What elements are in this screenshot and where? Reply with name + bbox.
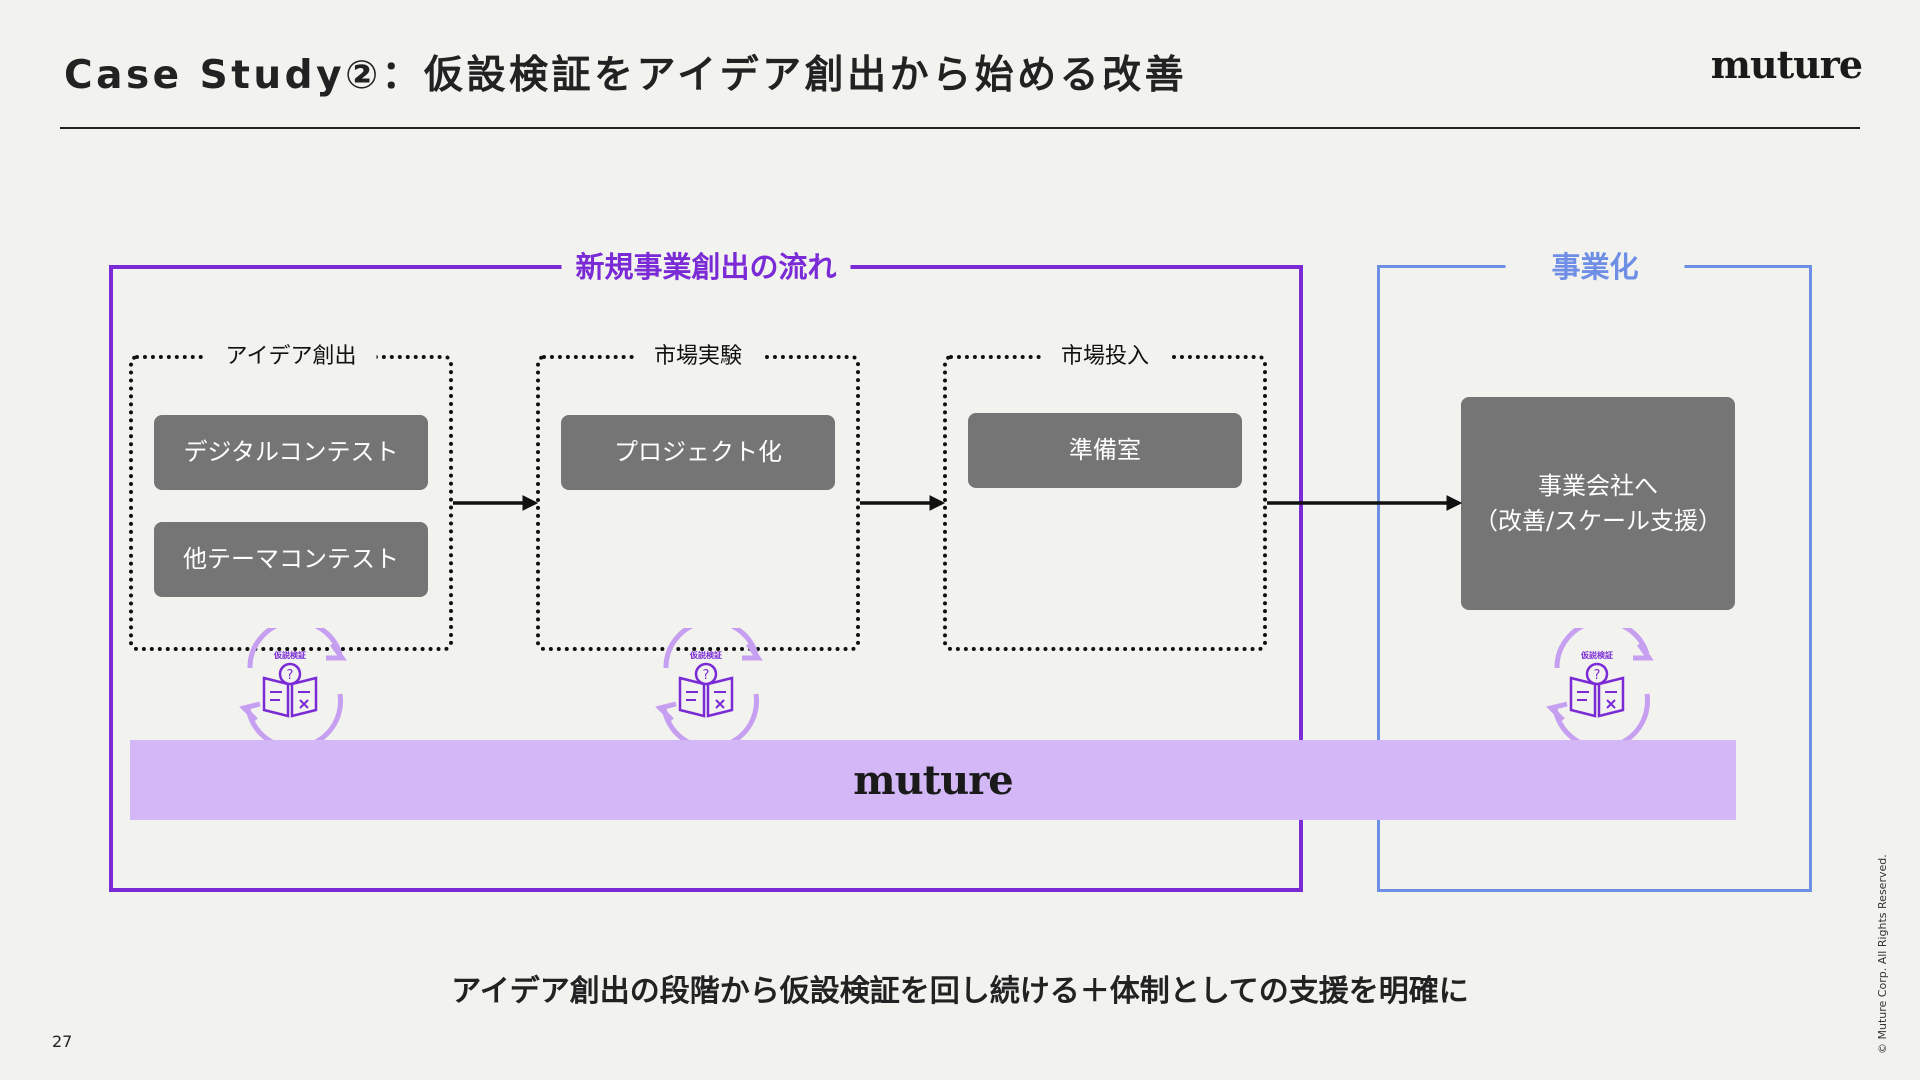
svg-text:?: ?: [703, 668, 710, 683]
hypothesis-cycle-icon: 仮説検証 ?: [655, 628, 763, 740]
other-theme-contest-box: 他テーマコンテスト: [154, 522, 428, 597]
muture-band-logo: muture: [853, 757, 1013, 804]
conclusion-text: アイデア創出の段階から仮設検証を回し続ける＋体制としての支援を明確に: [451, 974, 1469, 1009]
cycle-label: 仮説検証: [1580, 650, 1613, 660]
muture-support-band: [130, 740, 1736, 820]
stage-label-market-experiment: 市場実験: [633, 338, 763, 370]
copyright-notice: © Muture Corp. All Rights Reserved.: [1876, 854, 1889, 1054]
hypothesis-cycle-icon: 仮説検証 ?: [239, 628, 347, 740]
header-divider: [60, 127, 1860, 129]
svg-text:?: ?: [287, 668, 294, 683]
new-business-flow-label: 新規事業創出の流れ: [561, 244, 851, 286]
page-number: 27: [52, 1032, 73, 1051]
stage-label-idea-creation: アイデア創出: [205, 338, 377, 370]
business-company-line1: 事業会社へ: [1538, 471, 1658, 500]
digital-contest-box: デジタルコンテスト: [154, 415, 428, 490]
page-title: Case Study②：仮設検証をアイデア創出から始める改善: [64, 53, 1188, 98]
cycle-label: 仮説検証: [273, 650, 306, 660]
project-box: プロジェクト化: [561, 415, 835, 490]
hypothesis-cycle-icon: 仮説検証 ?: [1546, 628, 1654, 740]
stage-label-market-launch: 市場投入: [1040, 338, 1170, 370]
commercialization-label: 事業化: [1505, 244, 1685, 286]
business-company-line2: （改善/スケール支援）: [1473, 506, 1723, 535]
svg-text:?: ?: [1594, 668, 1601, 683]
cycle-label: 仮説検証: [689, 650, 722, 660]
preparation-office-box: 準備室: [968, 413, 1242, 488]
business-company-box: 事業会社へ （改善/スケール支援）: [1461, 397, 1735, 610]
muture-logo: muture: [1710, 42, 1863, 87]
